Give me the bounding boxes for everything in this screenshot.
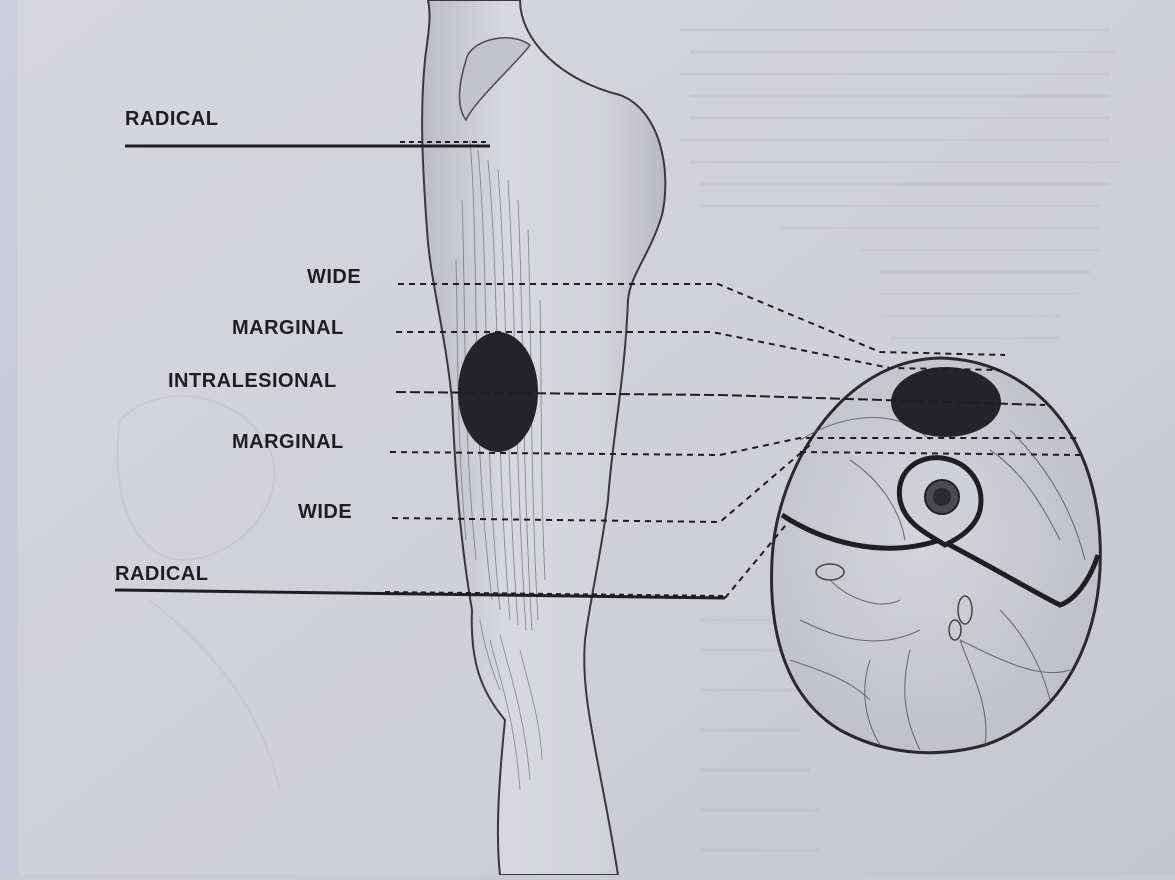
label-marginal-bottom: MARGINAL [232, 431, 344, 453]
label-radical-top: RADICAL [125, 108, 219, 130]
label-wide-bottom: WIDE [298, 501, 352, 523]
label-wide-top: WIDE [307, 266, 361, 288]
label-radical-bottom: RADICAL [115, 563, 209, 585]
label-intralesional: INTRALESIONAL [168, 370, 337, 392]
label-marginal-top: MARGINAL [232, 317, 344, 339]
left-edge-shadow [0, 0, 18, 875]
